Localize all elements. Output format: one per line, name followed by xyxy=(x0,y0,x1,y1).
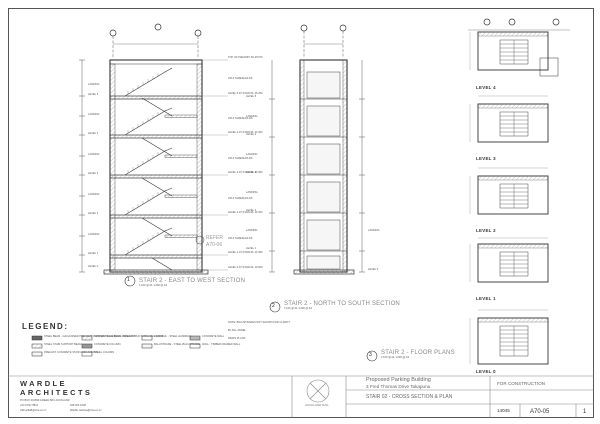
legend-note: BL FILL PANEL xyxy=(228,329,246,332)
plan-level-label: LEVEL 0 xyxy=(476,369,496,375)
rl-tag: 2X14 THRESHOLDS xyxy=(228,117,253,120)
revision-number: 1 xyxy=(583,409,587,415)
legend-item: STEEL BEAM - GALVANISED PRE-COAT PAINTED… xyxy=(44,335,164,338)
ew-level-label: LEVEL 2 xyxy=(88,212,99,215)
ew-section-scale: 1:100 @ A1 1:200 @ A3 xyxy=(139,284,167,287)
firm-email-right[interactable]: Wardle.wkshpa@xtra.co.nz xyxy=(70,409,102,412)
section-number: 1 xyxy=(127,277,130,283)
legend-note: DRAIN PLANS xyxy=(228,337,246,340)
ew-level-label: LANDING xyxy=(88,83,100,86)
section-number: 2 xyxy=(272,303,275,309)
ew-section-title: STAIR 2 - EAST TO WEST SECTION xyxy=(139,278,246,284)
legend-swatches xyxy=(31,335,201,357)
ns-level-label: LEVEL 2 xyxy=(246,209,257,212)
legend-item: CONCRETE WALL xyxy=(202,335,225,338)
plan-level-label: LEVEL 1 xyxy=(476,296,496,301)
ew-level-label: LEVEL 4 xyxy=(88,132,99,135)
ew-level-label: LEVEL 5 xyxy=(88,93,99,96)
firm-fax: 028 303 1548 xyxy=(70,404,86,407)
ew-level-label: LANDING xyxy=(88,233,100,236)
ns-level-label: LANDING xyxy=(246,191,258,194)
ns-level-label: LANDING xyxy=(368,229,380,232)
firm-email-left[interactable]: ARmediaB@xtra.co.nz xyxy=(20,409,47,412)
ns-level-label: LANDING xyxy=(246,153,258,156)
ew-level-label: LEVEL 3 xyxy=(88,172,99,175)
rl-tag: LEVEL 0 AT STAIR RL 10.500 xyxy=(228,266,263,269)
floor-plans-geometry xyxy=(468,18,570,365)
firm-phone: +64 9 817 8811 xyxy=(20,404,38,407)
sheet-number: A70-05 xyxy=(530,409,550,415)
legend-item: STEEL STAIR SUPPORT BEAM xyxy=(44,343,82,346)
legend-item: HANDRAIL - STEEL HANDRAIL xyxy=(154,335,192,338)
sheet-border xyxy=(8,8,594,418)
plan-level-label: LEVEL 3 xyxy=(476,156,496,161)
rl-tag: 2X14 THRESHOLDS xyxy=(228,237,253,240)
ns-level-label: LEVEL 4 xyxy=(246,133,257,136)
title-block-frame xyxy=(8,375,594,418)
rl-tag: 2X14 THRESHOLDS xyxy=(228,77,253,80)
rl-tag: LEVEL 1 AT STAIR RL 13.450 xyxy=(228,251,263,254)
project-title: Proposed Parking Building xyxy=(366,377,431,383)
ns-section-scale: 1:100 @ A1 1:200 @ A3 xyxy=(284,307,312,310)
drawing-title: STAIR 02 - CROSS SECTION & PLAN xyxy=(366,394,453,400)
ns-level-label: LANDING xyxy=(246,229,258,232)
rl-tag: 2X14 THRESHOLDS xyxy=(228,197,253,200)
legend-item: STEEL COLUMN xyxy=(94,351,115,354)
rl-tag: LEVEL 4 AT STAIR RL 22.300 xyxy=(228,131,263,134)
rl-tag: LEVEL 2 AT STAIR RL 16.400 xyxy=(228,211,263,214)
ns-section-geometry xyxy=(269,24,365,275)
rl-tag: 2X14 THRESHOLDS xyxy=(228,157,253,160)
ew-section-geometry xyxy=(79,23,228,275)
firm-name-line1: WARDLE xyxy=(20,379,67,388)
status-badge: FOR CONSTRUCTION xyxy=(497,381,545,386)
ns-level-label: LEVEL 5 xyxy=(246,95,257,98)
plans-section-title: STAIR 2 - FLOOR PLANS xyxy=(381,350,455,356)
firm-name-line2: ARCHITECTS xyxy=(20,388,93,397)
ew-level-label: LANDING xyxy=(88,113,100,116)
ns-level-label: LEVEL 0 xyxy=(368,268,379,271)
job-number: 14045 xyxy=(497,408,510,413)
legend-title: LEGEND: xyxy=(22,322,69,331)
ns-level-label: LEVEL 1 xyxy=(246,247,257,250)
rl-tag: LEVEL 3 AT STAIR RL 19.350 xyxy=(228,171,263,174)
rl-tag: LEVEL 5 AT STAIR RL 25.250 xyxy=(228,92,263,95)
ew-level-label: LANDING xyxy=(88,153,100,156)
ns-section-title: STAIR 2 - NORTH TO SOUTH SECTION xyxy=(284,301,400,307)
plan-level-label: LEVEL 2 xyxy=(476,228,496,233)
section-bubbles xyxy=(124,275,378,362)
section-number: 3 xyxy=(369,352,372,358)
ns-level-label: LEVEL 3 xyxy=(246,171,257,174)
project-address: 3 Fred Thomas Drive Takapuna xyxy=(366,384,431,389)
ew-level-label: LANDING xyxy=(88,193,100,196)
plan-level-label: LEVEL 4 xyxy=(476,85,496,90)
legend-item: CONCRETE COLUMN xyxy=(94,343,121,346)
legend-item: CONCRETE LANDING - PRECAST xyxy=(94,335,136,338)
logo-caption: AUCKLAND RAIL xyxy=(305,403,329,407)
ew-level-label: LEVEL 0 xyxy=(88,265,99,268)
plans-section-scale: 1:100 @ A1 1:200 @ A3 xyxy=(381,356,409,359)
refer-label: REFER xyxy=(206,235,223,241)
rl-tag: TOP OF PARAPET RL 28.570 xyxy=(228,56,263,59)
firm-address: PO BOX 301599 GREEN BAY AUCKLAND xyxy=(20,399,70,402)
legend-note: NOTE: BALUSTRADES NOT SHOWN FOR CLARITY xyxy=(228,321,291,324)
ew-level-label: LEVEL 1 xyxy=(88,252,99,255)
legend-item: BALUSTRADE - STEEL BALUSTRADE xyxy=(154,343,200,346)
ns-level-label: LANDING xyxy=(246,115,258,118)
legend-item: PRECAST CONCRETE STAIR AND LANDING xyxy=(44,351,98,354)
refer-sheet[interactable]: A70-06 xyxy=(206,242,223,248)
legend-item: WALL - TIMBER FRAMED WALL xyxy=(202,343,241,346)
